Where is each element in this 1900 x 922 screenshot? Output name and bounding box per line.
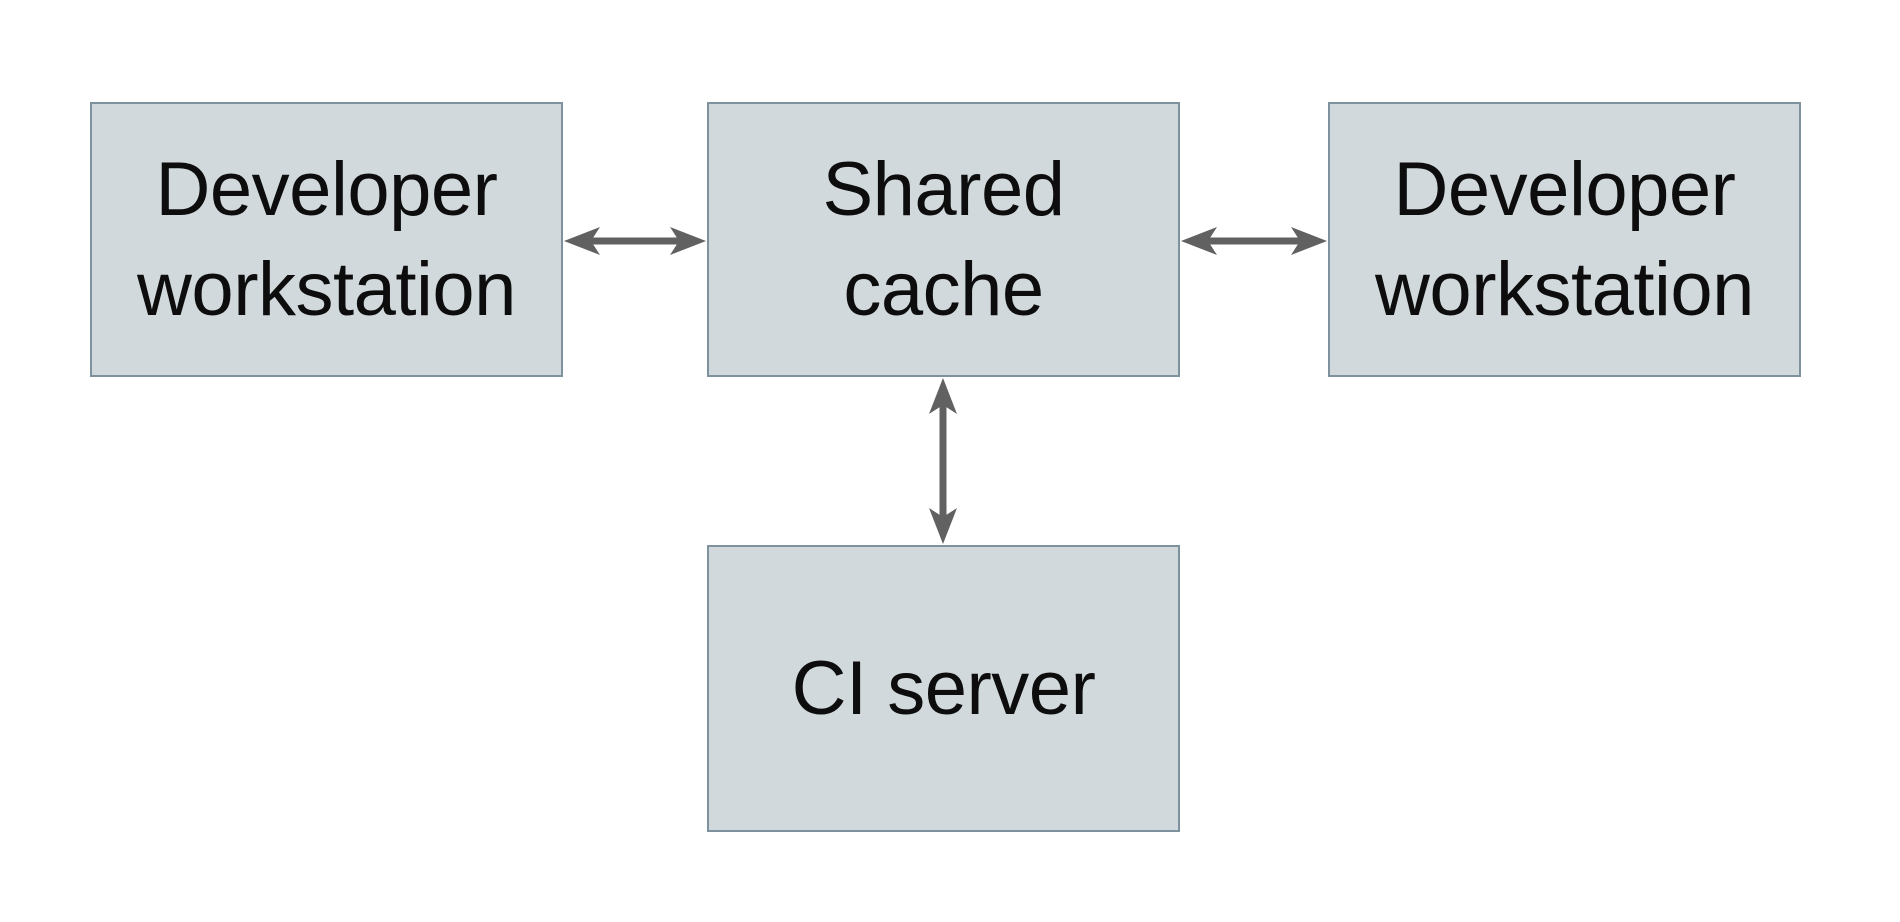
node-label-line: workstation bbox=[137, 246, 516, 332]
arrowhead-left-icon bbox=[564, 227, 600, 255]
arrowhead-right-icon bbox=[670, 227, 706, 255]
edge-shared-cache-ci-server bbox=[929, 378, 957, 544]
node-developer-workstation-left: Developer workstation bbox=[90, 102, 563, 377]
arrowhead-down-icon bbox=[929, 508, 957, 544]
node-label-line: Developer bbox=[155, 146, 498, 232]
node-label-line: workstation bbox=[1375, 246, 1754, 332]
node-ci-server: CI server bbox=[707, 545, 1180, 832]
node-developer-workstation-right: Developer workstation bbox=[1328, 102, 1801, 377]
node-label-line: cache bbox=[843, 246, 1044, 332]
edge-shared-cache-workstation-right bbox=[1181, 227, 1327, 255]
arrowhead-right-icon bbox=[1291, 227, 1327, 255]
node-label-line: Shared bbox=[822, 146, 1065, 232]
arrowhead-up-icon bbox=[929, 378, 957, 414]
node-label-line: CI server bbox=[791, 645, 1096, 731]
arrowhead-left-icon bbox=[1181, 227, 1217, 255]
edge-workstation-left-shared-cache bbox=[564, 227, 706, 255]
node-label-line: Developer bbox=[1393, 146, 1736, 232]
node-shared-cache: Shared cache bbox=[707, 102, 1180, 377]
